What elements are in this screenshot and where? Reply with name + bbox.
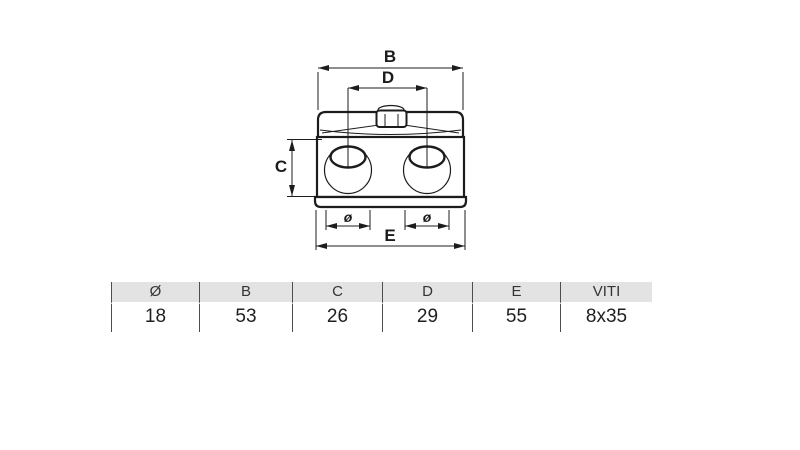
dimension-e: E [315,210,466,250]
clamp-base-flange [313,195,468,209]
header-cell-diameter: Ø [111,282,199,304]
spec-table-value-row: 18 53 26 29 55 8x35 [111,304,652,332]
value-cell-b: 53 [199,304,292,332]
bolt-head-icon [375,104,408,128]
dim-label-dia-right: ø [423,209,432,225]
dimension-dia-right: ø [404,209,450,230]
header-cell-e: E [472,282,560,304]
spec-table-header-row: Ø B C D E VITI [111,282,652,304]
spec-table: Ø B C D E VITI 18 53 26 29 55 8x35 [111,282,652,332]
dim-label-c: C [275,157,287,176]
dimension-dia-left: ø [325,209,371,230]
dim-label-dia-left: ø [344,209,353,225]
value-cell-e: 55 [472,304,560,332]
value-cell-diameter: 18 [111,304,199,332]
dimension-c: C [275,139,322,197]
dim-label-e: E [384,226,395,245]
dim-label-b: B [384,47,396,66]
header-cell-c: C [292,282,382,304]
header-cell-b: B [199,282,292,304]
dimension-d: D [347,68,428,168]
header-cell-viti: VITI [560,282,652,304]
dim-label-d: D [382,68,394,87]
value-cell-c: 26 [292,304,382,332]
header-cell-d: D [382,282,472,304]
dimension-b: B [317,47,464,110]
value-cell-d: 29 [382,304,472,332]
value-cell-viti: 8x35 [560,304,652,332]
